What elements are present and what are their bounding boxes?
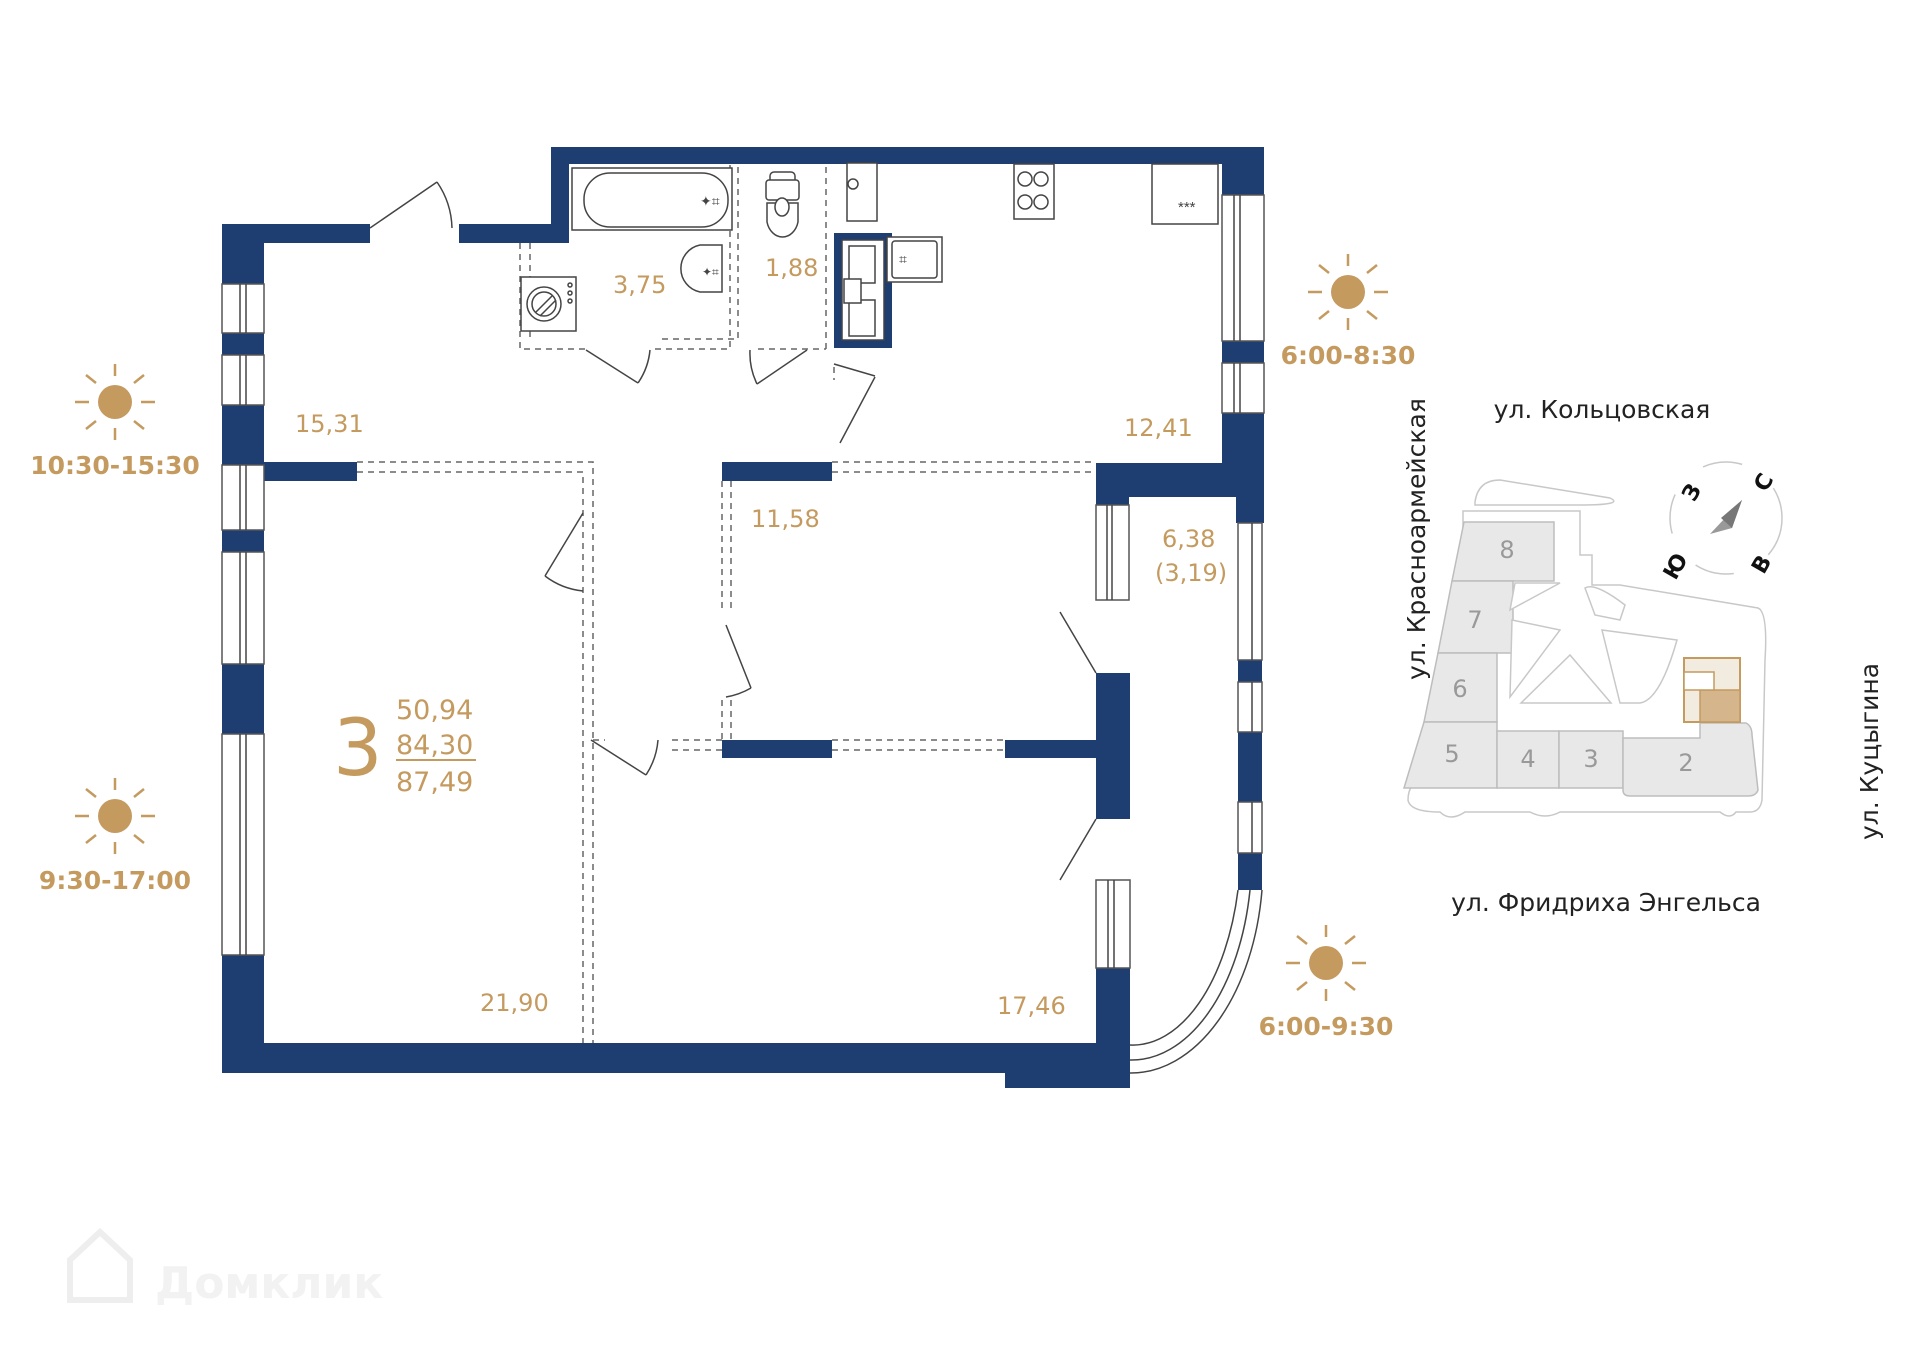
sun-east-upper: 6:00-8:30 [1281,254,1416,370]
highlighted-section [1683,657,1741,723]
site-plan: ул. Кольцовская ул. Красноармейская ул. … [1402,395,1884,917]
street-north: ул. Кольцовская [1494,395,1711,424]
courtyard [1508,582,1678,704]
room-area-balcony-coef: (3,19) [1155,559,1227,587]
sun-east-lower: 6:00-9:30 [1259,925,1394,1041]
fridge-shaft-icon [843,245,876,337]
bathtub-icon: ✦⌗ [571,167,733,231]
svg-text:8: 8 [1499,536,1514,564]
room-area-hallway: 15,31 [295,410,364,438]
room-area-bedroom-right: 17,46 [997,992,1066,1020]
svg-text:3: 3 [1583,745,1598,773]
stove-icon [1013,163,1055,220]
sun-west-lower: 9:30-17:00 [39,778,191,895]
room-area-bathroom: 3,75 [613,271,666,299]
building-5: 5 [1402,721,1498,789]
compass: З С Ю В [1659,461,1783,584]
living-area: 50,94 [396,695,473,726]
walls [222,147,1264,1088]
watermark: Домклик [67,1227,383,1309]
washing-machine-icon [520,276,577,332]
sun-time: 6:00-9:30 [1259,1012,1394,1041]
compass-east: В [1747,551,1777,578]
compass-west: З [1678,480,1707,506]
svg-text:4: 4 [1520,745,1535,773]
doors [369,181,1097,881]
sun-time: 10:30-15:30 [30,451,200,480]
sun-west-upper: 10:30-15:30 [30,364,200,480]
fixtures: ✦⌗ ✦⌗ ⌗ [520,162,1219,337]
total-area: 84,30 [396,730,473,761]
partitions [357,163,1096,1043]
fridge-icon: *** [1151,163,1219,225]
building-3: 3 [1558,730,1624,789]
svg-text:***: *** [1178,199,1196,216]
room-area-bedroom-left: 21,90 [480,989,549,1017]
sun-icon [1286,925,1366,1001]
street-south: ул. Фридриха Энгельса [1451,888,1761,917]
windows [221,194,1265,1074]
room-area-kitchen: 12,41 [1124,414,1193,442]
room-area-balcony: 6,38 [1162,525,1215,553]
counter-sink-icon: ⌗ [886,236,943,283]
building-7: 7 [1437,580,1514,654]
sun-time: 6:00-8:30 [1281,341,1416,370]
room-area-toilet: 1,88 [765,254,818,282]
street-east: ул. Куцыгина [1855,663,1884,840]
street-west: ул. Красноармейская [1402,398,1431,680]
svg-text:7: 7 [1467,606,1482,634]
sun-icon [75,778,155,854]
svg-text:✦⌗: ✦⌗ [702,265,719,279]
svg-text:✦⌗: ✦⌗ [700,193,720,209]
domclick-logo-icon [67,1227,133,1303]
kitchen-sink-icon [846,162,878,222]
room-area-labels: 15,31 3,75 1,88 12,41 11,58 6,38 (3,19) … [295,254,1227,1020]
apartment-summary: 3 50,94 84,30 87,49 [333,695,476,798]
total-area-with-balcony: 87,49 [396,767,473,798]
svg-text:⌗: ⌗ [899,251,907,267]
svg-text:5: 5 [1444,740,1459,768]
building-4: 4 [1496,730,1560,789]
sun-time: 9:30-17:00 [39,866,191,895]
room-area-corridor: 11,58 [751,505,820,533]
building-8: 8 [1451,521,1555,582]
svg-text:2: 2 [1678,749,1693,777]
sink-icon: ✦⌗ [680,244,723,293]
sun-icon [75,364,155,440]
watermark-text: Домклик [155,1258,383,1309]
site-north-block [1474,479,1615,506]
rooms-count: 3 [333,704,383,794]
compass-south: Ю [1659,549,1694,584]
sun-icon [1308,254,1388,330]
svg-text:6: 6 [1452,675,1467,703]
toilet-icon [765,171,800,238]
building-2: 2 [1622,722,1759,797]
building-6: 6 [1423,652,1498,723]
